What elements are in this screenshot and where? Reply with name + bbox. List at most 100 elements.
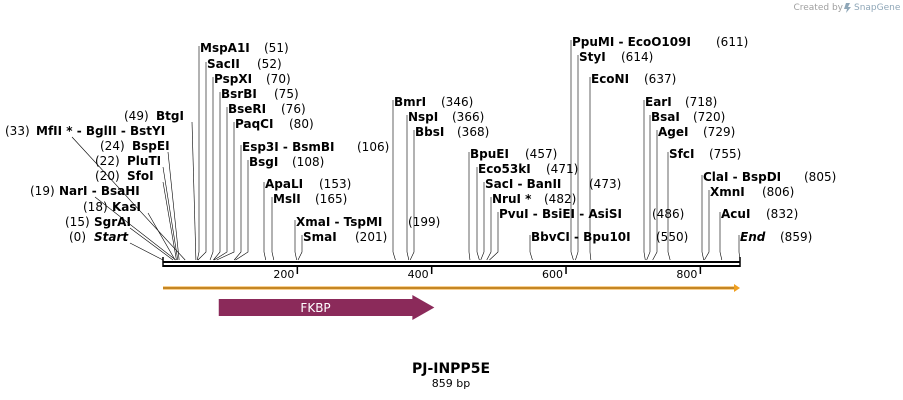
credit-prefix: Created by xyxy=(793,3,843,13)
site-label[interactable]: StyI xyxy=(579,50,606,64)
site-position: (19) xyxy=(30,184,55,198)
site-leader-611 xyxy=(570,40,574,261)
site-position: (805) xyxy=(804,170,836,184)
site-position: (755) xyxy=(709,147,741,161)
site-leader-108 xyxy=(235,160,249,261)
orf-arrow[interactable] xyxy=(163,284,740,292)
site-leader-805 xyxy=(701,175,705,261)
site-leader-366 xyxy=(406,115,410,261)
site-label[interactable]: EcoNI xyxy=(591,72,629,86)
site-position: (33) xyxy=(5,124,30,138)
site-position: (859) xyxy=(780,230,812,244)
site-position: (614) xyxy=(621,50,653,64)
site-position: (108) xyxy=(292,155,324,169)
site-leader-637 xyxy=(589,77,592,261)
site-label[interactable]: BpuEI xyxy=(470,147,509,161)
site-label[interactable]: EarI xyxy=(645,95,672,109)
site-label[interactable]: BtgI xyxy=(156,109,184,123)
site-position: (75) xyxy=(274,87,299,101)
site-label[interactable]: KasI xyxy=(112,200,141,214)
site-label[interactable]: SfcI xyxy=(669,147,694,161)
site-label[interactable]: SacI - BanII xyxy=(485,177,561,191)
site-label[interactable]: AcuI xyxy=(721,207,750,221)
site-label[interactable]: Esp3I - BsmBI xyxy=(242,140,334,154)
site-label[interactable]: SgrAI xyxy=(94,215,131,229)
site-label[interactable]: BbsI xyxy=(415,125,444,139)
site-label[interactable]: SfoI xyxy=(127,169,154,183)
site-leader-718 xyxy=(643,100,646,261)
site-label[interactable]: NarI - BsaHI xyxy=(59,184,140,198)
site-position: (20) xyxy=(95,169,120,183)
site-leader-346 xyxy=(392,100,396,261)
site-leader-24 xyxy=(167,151,180,261)
site-position: (611) xyxy=(716,35,748,49)
site-label[interactable]: MslI xyxy=(273,192,301,206)
site-label[interactable]: ApaLI xyxy=(265,177,303,191)
site-position: (471) xyxy=(546,162,578,176)
site-leader-70 xyxy=(209,77,214,261)
site-leader-720 xyxy=(646,115,651,261)
site-label[interactable]: BmrI xyxy=(394,95,426,109)
site-label[interactable]: SacII xyxy=(207,57,240,71)
site-position: (482) xyxy=(544,192,576,206)
site-label[interactable]: PluTI xyxy=(127,154,161,168)
site-position: (18) xyxy=(83,200,108,214)
feature-fkbp-label: FKBP xyxy=(300,301,330,315)
feature-fkbp-arrow xyxy=(218,295,435,320)
ruler-tick-label: 200 xyxy=(273,268,294,281)
site-label[interactable]: MfII * - BglII - BstYI xyxy=(36,124,165,138)
site-leader-482 xyxy=(486,197,492,261)
site-label[interactable]: BbvCI - Bpu10I xyxy=(531,230,631,244)
site-position: (832) xyxy=(766,207,798,221)
site-label[interactable]: BsgI xyxy=(249,155,278,169)
site-leader-18 xyxy=(147,212,176,261)
site-label[interactable]: NruI * xyxy=(492,192,532,206)
site-label[interactable]: Eco53kI xyxy=(478,162,531,176)
site-label[interactable]: PaqCI xyxy=(235,117,273,131)
site-label[interactable]: End xyxy=(740,230,766,244)
site-label[interactable]: NspI xyxy=(408,110,438,124)
site-label[interactable]: XmaI - TspMI xyxy=(296,215,382,229)
site-label[interactable]: PpuMI - EcoO109I xyxy=(572,35,691,49)
site-label[interactable]: MspA1I xyxy=(200,41,250,55)
site-position: (457) xyxy=(525,147,557,161)
site-position: (51) xyxy=(264,41,289,55)
site-label[interactable]: BsrBI xyxy=(221,87,257,101)
site-position: (15) xyxy=(65,215,90,229)
site-label[interactable]: BseRI xyxy=(228,102,266,116)
site-leader-0 xyxy=(129,242,164,261)
site-label[interactable]: SmaI xyxy=(303,230,337,244)
site-leader-76 xyxy=(213,107,228,261)
site-leader-755 xyxy=(667,152,671,261)
site-label[interactable]: PspXI xyxy=(214,72,252,86)
site-label[interactable]: Start xyxy=(94,230,129,244)
plasmid-name: PJ-INPP5E xyxy=(412,361,490,377)
site-leader-614 xyxy=(575,55,579,261)
site-leader-832 xyxy=(719,212,723,261)
site-leader-729 xyxy=(652,130,658,261)
site-label[interactable]: XmnI xyxy=(710,185,745,199)
feature-fkbp[interactable]: FKBP xyxy=(218,295,435,320)
site-leader-33 xyxy=(71,136,186,261)
site-position: (70) xyxy=(266,72,291,86)
site-leader-49 xyxy=(191,121,197,261)
site-leader-201 xyxy=(297,235,303,261)
site-label[interactable]: BspEI xyxy=(132,139,170,153)
site-label[interactable]: BsaI xyxy=(651,110,680,124)
site-position: (550) xyxy=(656,230,688,244)
site-label[interactable]: ClaI - BspDI xyxy=(703,170,781,184)
ruler-tick-label: 400 xyxy=(408,268,429,281)
site-label[interactable]: AgeI xyxy=(658,125,688,139)
site-position: (806) xyxy=(762,185,794,199)
site-position: (22) xyxy=(95,154,120,168)
site-leader-165 xyxy=(271,197,275,261)
site-position: (366) xyxy=(452,110,484,124)
site-position: (718) xyxy=(685,95,717,109)
site-position: (153) xyxy=(319,177,351,191)
site-label[interactable]: PvuI - BsiEI - AsiSI xyxy=(499,207,622,221)
plasmid-length: 859 bp xyxy=(432,377,470,390)
site-position: (106) xyxy=(357,140,389,154)
site-labels: Start(0)SgrAI(15)KasI(18)NarI - BsaHI(19… xyxy=(5,35,836,244)
